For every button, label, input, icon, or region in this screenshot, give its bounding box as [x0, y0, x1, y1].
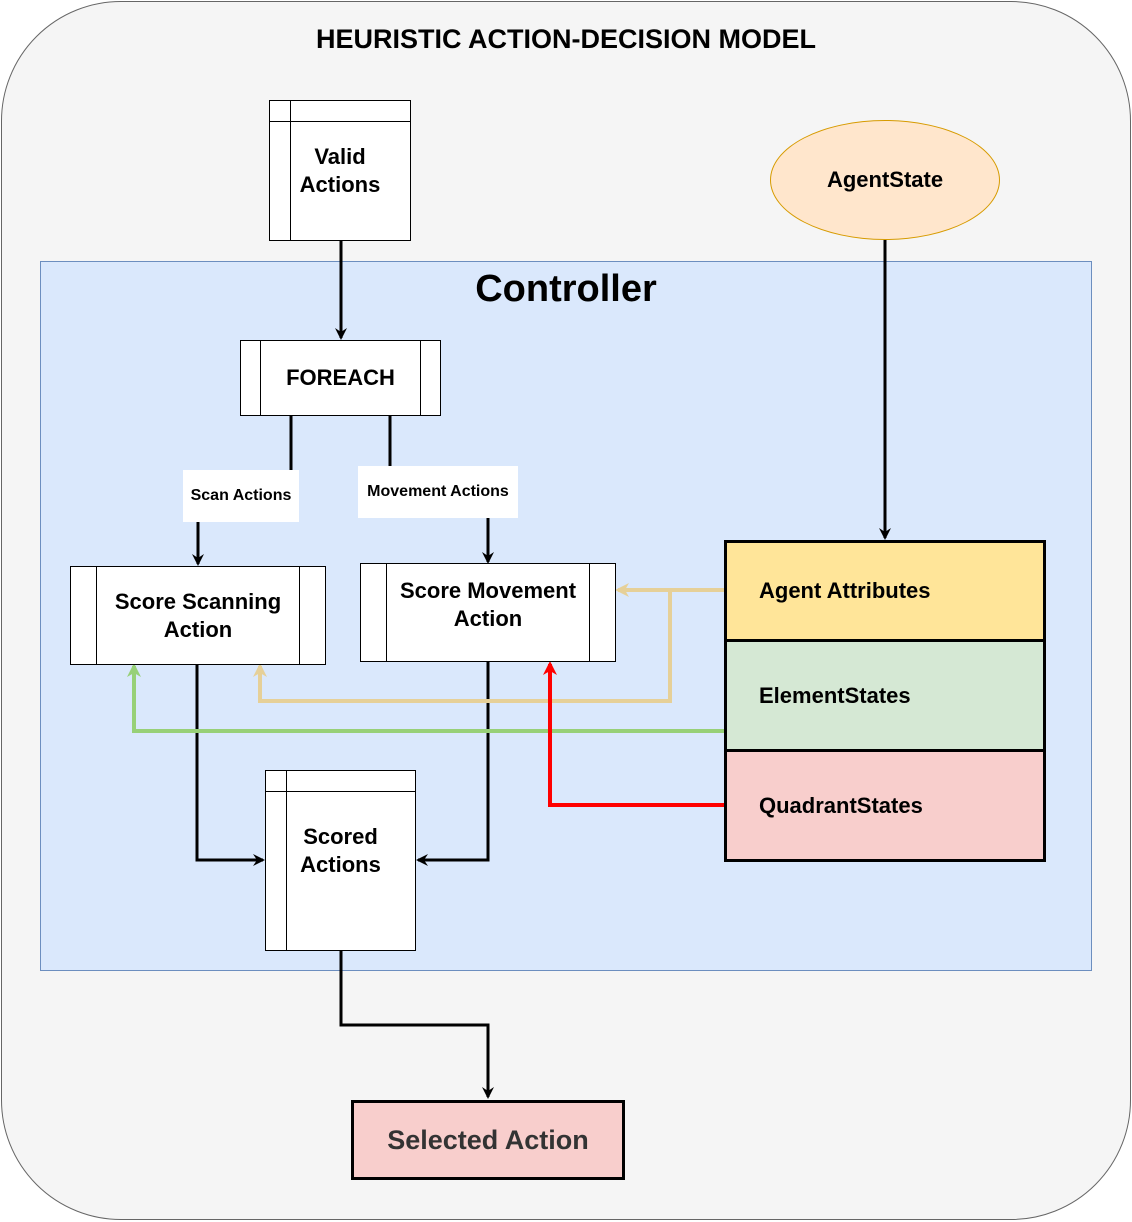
- agent-state-label: AgentState: [826, 167, 944, 192]
- quadrant-states-node: QuadrantStates: [724, 749, 1046, 862]
- score-scanning-node: Score Scanning Action: [70, 566, 326, 665]
- scored-actions-label: Scored Actions: [300, 823, 381, 877]
- agent-attributes-node: Agent Attributes: [724, 540, 1046, 642]
- controller-label: Controller: [475, 268, 657, 310]
- agent-state-node: AgentState: [770, 120, 1000, 240]
- edge-scored-to-selected: [339, 950, 494, 1099]
- foreach-node: FOREACH: [240, 340, 441, 416]
- agent-attributes-label: Agent Attributes: [759, 578, 931, 603]
- movement-actions-edge-label: Movement Actions: [358, 466, 518, 518]
- edge-quadrants-to-movement: [543, 661, 724, 807]
- quadrant-states-label: QuadrantStates: [759, 793, 923, 818]
- edge-elements-to-scanning: [127, 663, 724, 733]
- foreach-label: FOREACH: [286, 365, 395, 390]
- diagram-title: HEURISTIC ACTION-DECISION MODEL: [315, 24, 816, 54]
- scored-actions-node: Scored Actions: [265, 770, 416, 951]
- edge-foreach-to-movement: [388, 415, 488, 562]
- element-states-node: ElementStates: [724, 639, 1046, 752]
- scan-actions-edge-label: Scan Actions: [183, 470, 299, 522]
- score-scanning-label: Score Scanning Action: [114, 588, 282, 642]
- score-movement-node: Score Movement Action: [360, 563, 616, 662]
- element-states-label: ElementStates: [759, 682, 911, 708]
- edge-scanning-to-scored: [195, 664, 265, 866]
- score-movement-label: Score Movement Action: [399, 577, 577, 631]
- selected-action-label: Selected Action: [387, 1124, 589, 1155]
- valid-actions-node: Valid Actions: [269, 100, 411, 241]
- edge-movement-to-scored: [416, 662, 490, 866]
- valid-actions-label: Valid Actions: [299, 143, 381, 197]
- selected-action-node: Selected Action: [351, 1100, 625, 1180]
- edge-attributes-to-scanning: [253, 590, 672, 703]
- edge-foreach-to-scanning: [198, 415, 293, 564]
